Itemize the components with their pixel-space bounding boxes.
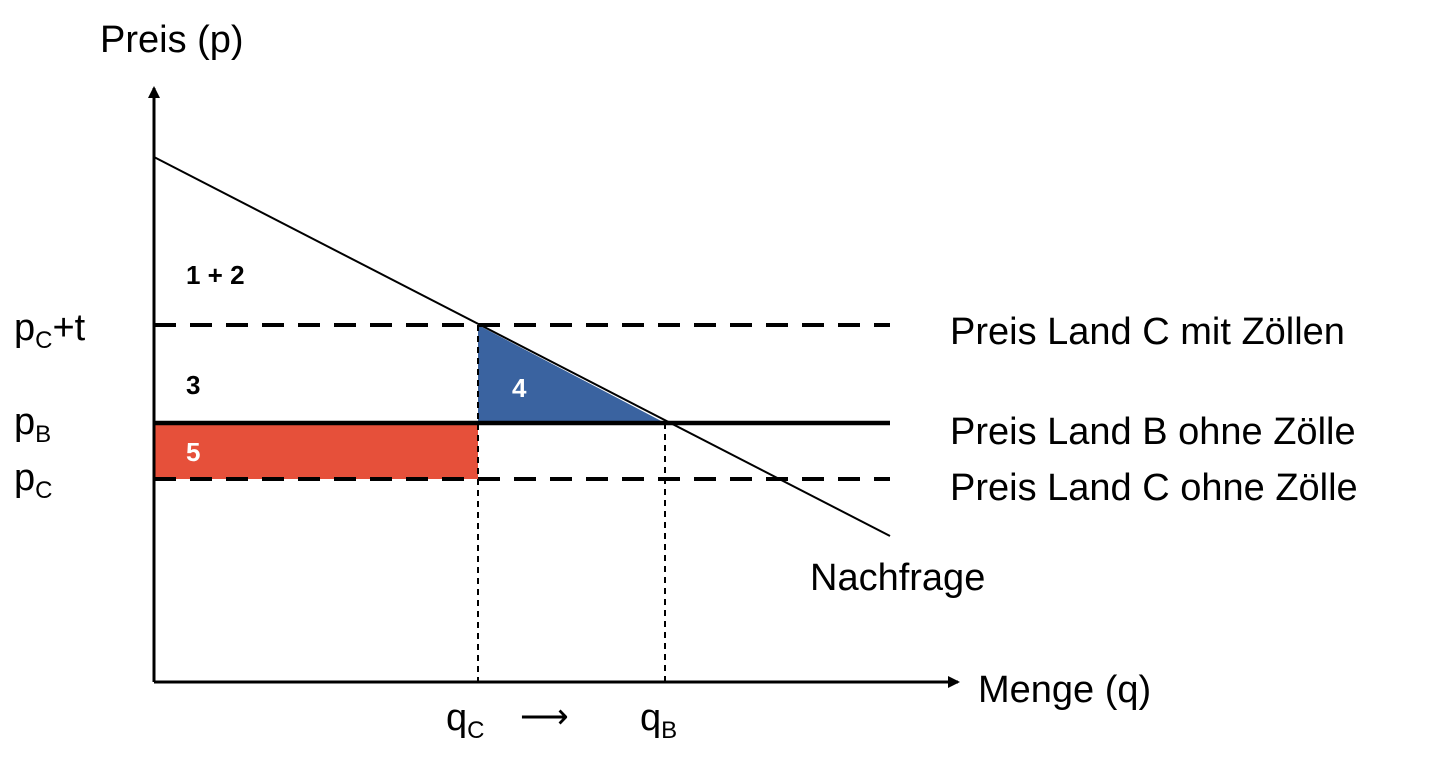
area-label-1-2: 1 + 2 [186,260,245,290]
area-label-3: 3 [186,370,200,400]
y-axis-label: Preis (p) [100,19,244,61]
demand-label: Nachfrage [810,557,985,599]
x-axis-label: Menge (q) [978,669,1151,711]
area-label-5: 5 [186,437,200,467]
area-label-4: 4 [512,373,527,403]
area-4-triangle [478,325,665,423]
label-price-c-no-tariff: Preis Land C ohne Zölle [950,467,1358,509]
tick-qc: qC [446,697,484,744]
area-5-rectangle [154,423,478,479]
demand-curve [153,156,891,537]
tick-pc-plus-t: pC+t [14,307,86,354]
tick-pc: pC [14,457,52,504]
tick-qb: qB [640,697,677,744]
label-price-c-with-tariff: Preis Land C mit Zöllen [950,311,1345,353]
tick-pb: pB [14,401,51,448]
quantity-arrow: ⟶ [520,698,569,736]
label-price-b-no-tariff: Preis Land B ohne Zölle [950,411,1356,453]
